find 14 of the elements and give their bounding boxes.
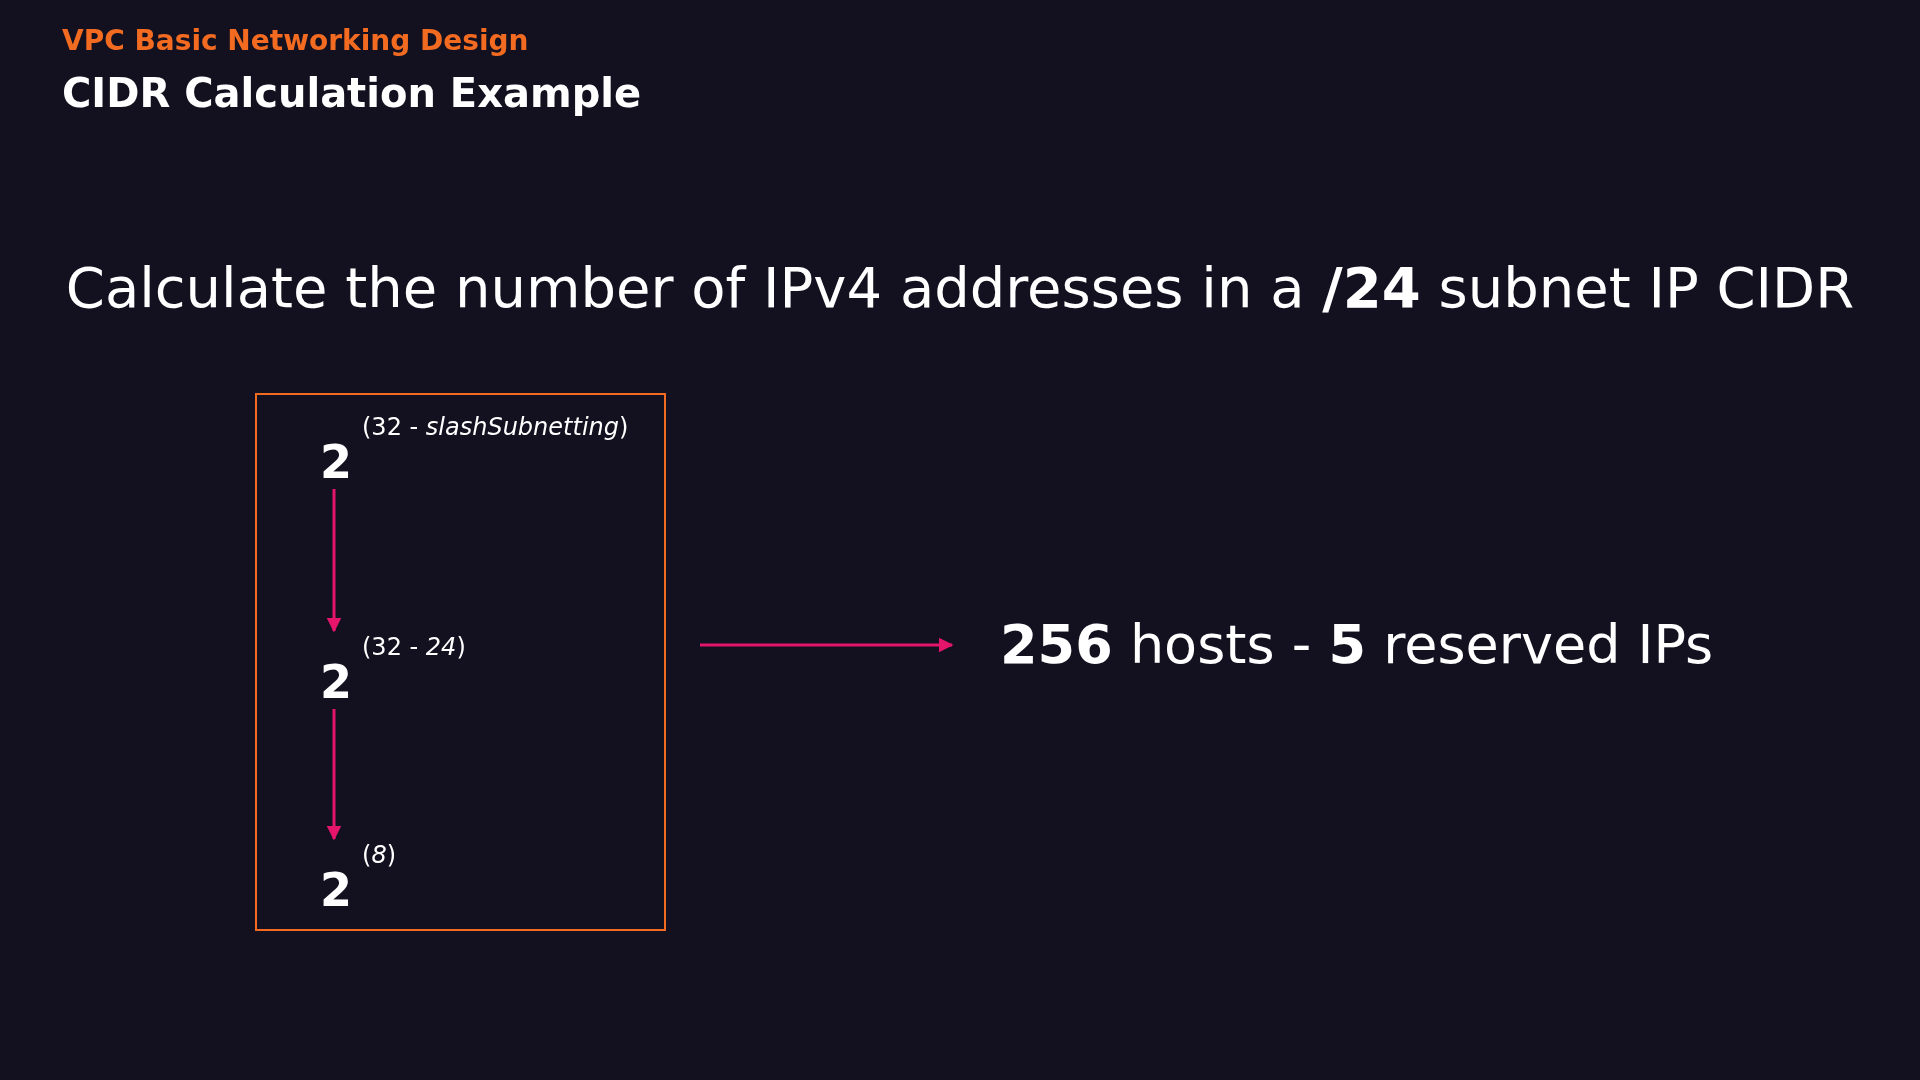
base-number: 2 <box>320 439 352 485</box>
arrow <box>326 709 342 841</box>
result-text: 256 hosts - 5 reserved IPs <box>1000 610 1720 680</box>
question-text: Calculate the number of IPv4 addresses in a /24 subnet IP CIDR <box>65 255 1855 320</box>
arrow <box>326 489 342 633</box>
arrow <box>700 637 954 653</box>
exponent: (32 - 24) <box>362 635 466 659</box>
base-number: 2 <box>320 659 352 705</box>
section-subtitle: VPC Basic Networking Design <box>62 24 529 57</box>
exponent: (8) <box>362 843 397 867</box>
formula-panel <box>255 393 666 931</box>
exponent: (32 - slashSubnetting) <box>362 415 629 439</box>
base-number: 2 <box>320 867 352 913</box>
slide-title: CIDR Calculation Example <box>62 70 642 116</box>
